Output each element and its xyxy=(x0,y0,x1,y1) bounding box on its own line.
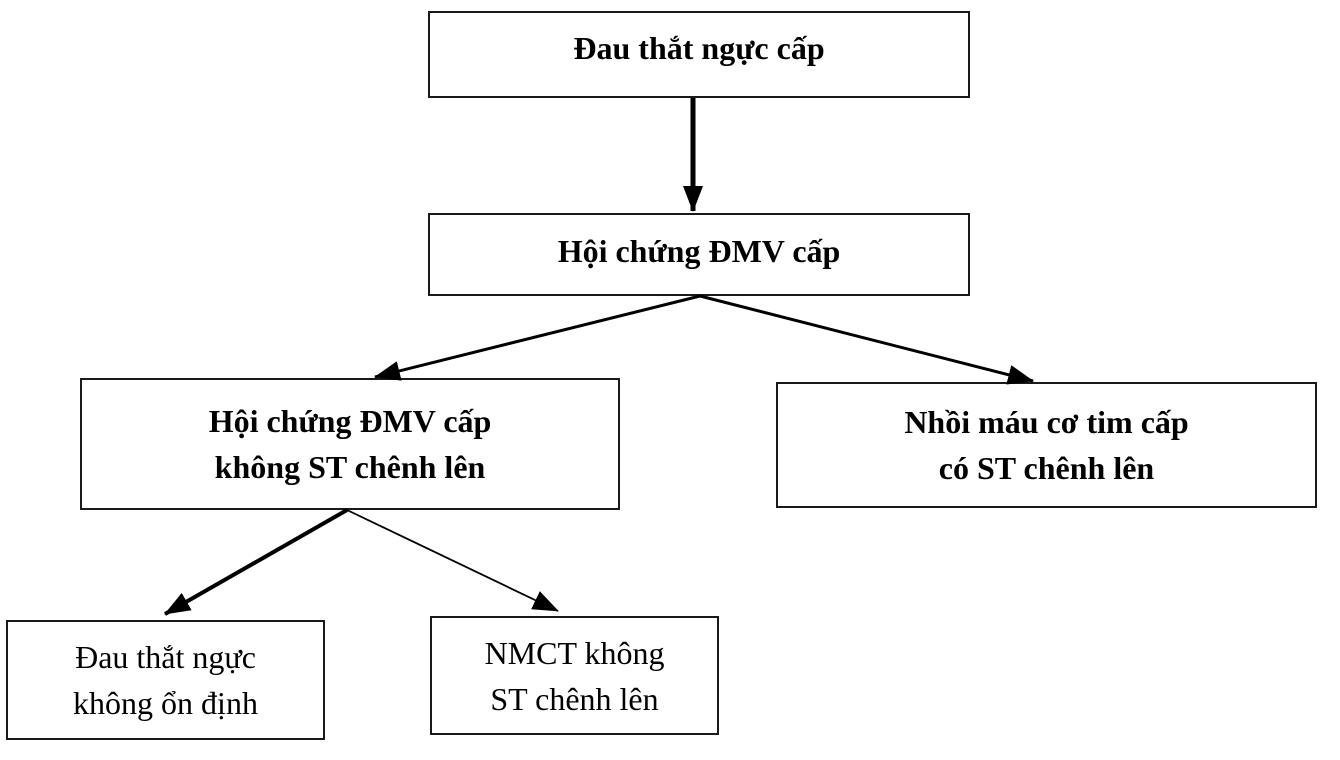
node-acs-label: Hội chứng ĐMV cấp xyxy=(557,233,841,269)
node-unstable-angina: Đau thắt ngực không ổn định xyxy=(6,620,325,740)
arrow-nste-acs-to-unstable-angina xyxy=(164,508,348,616)
node-nstemi: NMCT không ST chênh lên xyxy=(430,616,719,735)
node-acute-chest-pain-label: Đau thắt ngực cấp xyxy=(573,30,825,66)
node-unstable-angina-line2: không ổn định xyxy=(73,685,258,721)
node-nste-acs-line1: Hội chứng ĐMV cấp xyxy=(208,403,492,439)
arrow-nste-acs-to-nstemi xyxy=(346,509,559,612)
node-nstemi-line1: NMCT không xyxy=(484,634,665,671)
node-nstemi-line2: ST chênh lên xyxy=(490,680,659,717)
node-acute-chest-pain: Đau thắt ngực cấp xyxy=(428,11,970,98)
node-stemi-line1: Nhồi máu cơ tim cấp xyxy=(904,404,1189,440)
node-acute-coronary-syndrome: Hội chứng ĐMV cấp xyxy=(428,213,970,296)
node-stemi-line2: có ST chênh lên xyxy=(938,450,1155,486)
arrow-acs-to-stemi xyxy=(699,294,1034,385)
node-nste-acs-line2: không ST chênh lên xyxy=(214,449,486,485)
arrow-acs-to-nste-acs xyxy=(374,294,701,381)
node-stemi: Nhồi máu cơ tim cấp có ST chênh lên xyxy=(776,382,1317,508)
node-unstable-angina-line1: Đau thắt ngực xyxy=(75,639,256,675)
node-nste-acs: Hội chứng ĐMV cấp không ST chênh lên xyxy=(80,378,620,510)
